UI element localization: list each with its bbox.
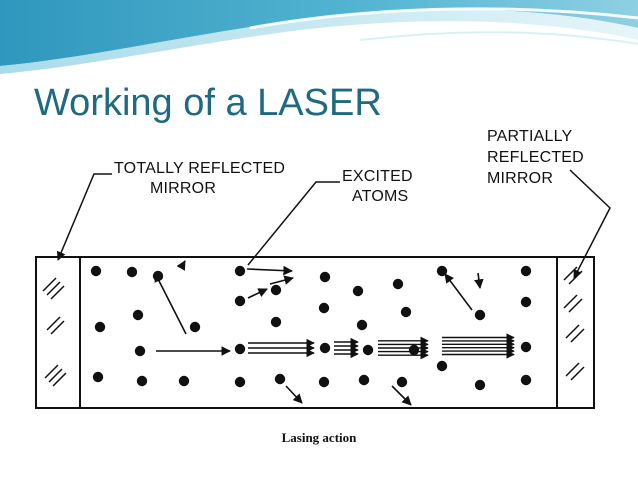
header-wave-banner [0,0,638,75]
atom-dot [90,265,102,277]
atom-dot [400,306,412,318]
atoms-group [90,265,532,391]
label-totally-reflected-1: TOTALLY REFLECTED [114,160,286,177]
photon-arrows-group [154,260,515,406]
atom-dot [392,278,404,290]
laser-cavity-drawing [35,169,611,409]
atom-dot [126,266,138,278]
atom-dot [436,360,448,372]
atom-dot [520,265,532,277]
atom-dot [134,345,146,357]
atom-dot [136,375,148,387]
atom-dot [319,271,331,283]
photon-arrow [246,265,293,276]
atom-dot [520,341,532,353]
label-totally-reflected-2: MIRROR [150,180,217,197]
left-mirror-hatching [42,277,67,387]
atom-dot [352,285,364,297]
atom-dot [94,321,106,333]
atom-dot [92,371,104,383]
atom-dot [318,376,330,388]
atom-dot [318,302,330,314]
atom-dot [520,374,532,386]
photon-arrow [154,272,187,335]
atom-dot [408,344,420,356]
label-excited-1: EXCITED [342,168,413,185]
atom-dot [396,376,408,388]
atom-dot [234,343,246,355]
right-mirror-hatching [563,266,585,381]
photon-arrow [176,260,186,271]
photon-arrow [247,288,268,299]
atom-dot [132,309,144,321]
atom-dot [189,321,201,333]
atom-dot [178,375,190,387]
atom-dot [520,296,532,308]
photon-arrow [269,275,294,285]
atom-dot [362,344,374,356]
pointer-totally-reflected [56,173,112,261]
atom-dot [274,373,286,385]
atom-dot [358,374,370,386]
laser-diagram: TOTALLY REFLECTED MIRROR EXCITED ATOMS P… [34,128,612,425]
atom-dot [474,379,486,391]
atom-dot [234,376,246,388]
photon-arrow [285,385,303,404]
atom-dot [270,316,282,328]
slide-title: Working of a LASER [34,82,382,124]
atom-dot [270,284,282,296]
laser-cavity-outline [35,256,595,409]
pointer-excited-atoms [247,181,340,266]
label-partially-1: PARTIALLY [487,128,573,145]
photon-arrow [444,273,473,311]
photon-arrow [474,272,484,289]
pointer-partially-reflected [569,169,611,279]
figure-caption: Lasing action [281,430,357,445]
atom-dot [234,295,246,307]
atom-dot [319,342,331,354]
photon-arrow [391,385,412,406]
atom-dot [356,319,368,331]
atom-dot [234,265,246,277]
label-excited-2: ATOMS [352,188,409,205]
atom-dot [474,309,486,321]
label-partially-3: MIRROR [487,170,554,187]
label-partially-2: REFLECTED [487,149,584,166]
